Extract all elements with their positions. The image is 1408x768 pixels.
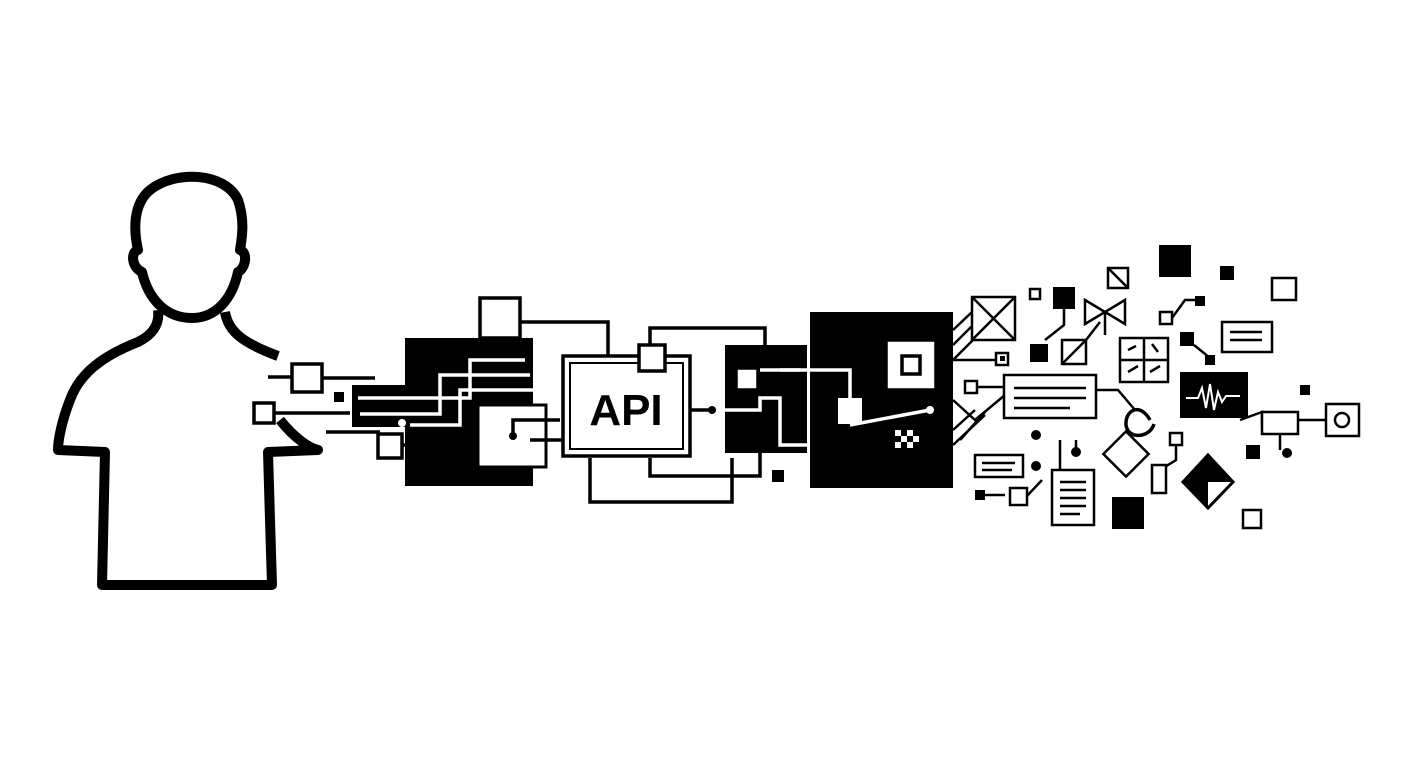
input-connectors	[252, 362, 420, 460]
input-node-icon	[290, 362, 324, 394]
circuit-block-icon	[352, 296, 610, 486]
input-node-icon	[252, 401, 276, 425]
spiral-icon	[1124, 407, 1156, 438]
data-document-icon	[973, 453, 1025, 479]
node-square-icon	[1270, 276, 1298, 302]
api-label: API	[589, 386, 662, 435]
data-document-icon	[1220, 320, 1274, 354]
circuit-block-icon	[690, 345, 830, 482]
target-icon	[1324, 402, 1361, 438]
node-square-icon	[1241, 508, 1263, 530]
output-elements	[952, 245, 1361, 530]
node-square-icon	[963, 379, 979, 395]
node-square-icon	[637, 343, 667, 373]
bowtie-icon	[1083, 297, 1127, 327]
node-square-icon	[734, 366, 760, 392]
person-silhouette-icon	[53, 171, 323, 590]
input-node-icon	[376, 432, 404, 460]
api-box	[561, 354, 692, 458]
data-document-icon	[1002, 373, 1098, 420]
api-hub: API	[530, 326, 767, 504]
processor-block-icon	[780, 312, 953, 488]
node-square-icon	[478, 296, 522, 340]
